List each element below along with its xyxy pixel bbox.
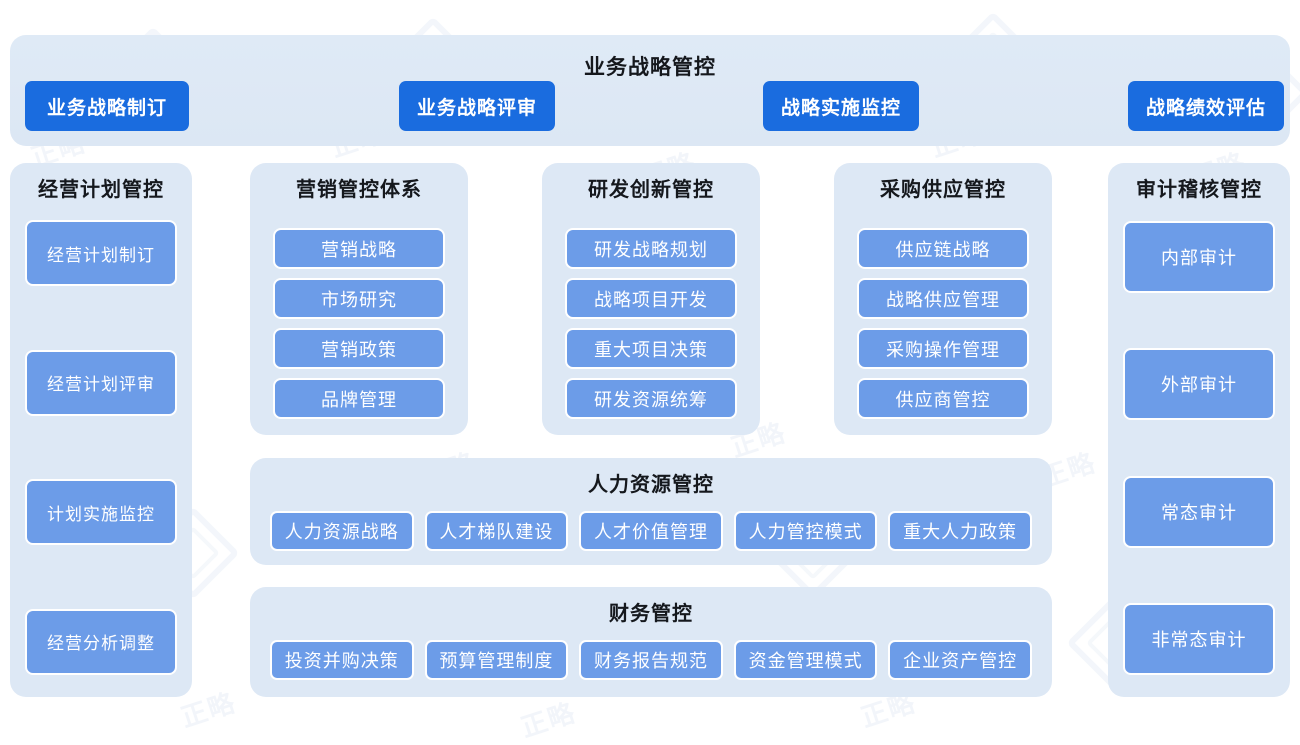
header-title: 业务战略管控 bbox=[584, 56, 716, 79]
item-market-research[interactable]: 市场研究 bbox=[273, 278, 445, 319]
item-strategic-supply-management[interactable]: 战略供应管理 bbox=[857, 278, 1029, 319]
item-fund-management-mode[interactable]: 资金管理模式 bbox=[733, 640, 878, 680]
item-hr-control-mode[interactable]: 人力管控模式 bbox=[733, 511, 878, 551]
panel-title-financial-control: 财务管控 bbox=[609, 603, 693, 625]
item-hr-strategy[interactable]: 人力资源战略 bbox=[270, 511, 414, 551]
column-item-list-marketing: 营销战略 市场研究 营销政策 品牌管理 bbox=[273, 228, 445, 419]
header-button-strategy-performance-evaluation[interactable]: 战略绩效评估 bbox=[1128, 81, 1284, 131]
column-item-list-rd: 研发战略规划 战略项目开发 重大项目决策 研发资源统筹 bbox=[565, 228, 737, 419]
item-supply-chain-strategy[interactable]: 供应链战略 bbox=[857, 228, 1029, 269]
item-routine-audit[interactable]: 常态审计 bbox=[1123, 475, 1275, 548]
item-plan-implementation-monitoring[interactable]: 计划实施监控 bbox=[25, 479, 177, 546]
item-operation-analysis-adjustment[interactable]: 经营分析调整 bbox=[25, 608, 177, 675]
item-brand-management[interactable]: 品牌管理 bbox=[273, 378, 445, 419]
header-button-strategy-formulation[interactable]: 业务战略制订 bbox=[25, 81, 189, 131]
panel-title-human-resource-control: 人力资源管控 bbox=[588, 474, 714, 496]
header-button-row: 业务战略制订 业务战略评审 战略实施监控 战略绩效评估 bbox=[10, 81, 1290, 131]
column-item-list-business-plan-control: 经营计划制订 经营计划评审 计划实施监控 经营分析调整 bbox=[25, 220, 177, 675]
column-title-rd-innovation-control: 研发创新管控 bbox=[588, 179, 714, 201]
panel-item-list-hr: 人力资源战略 人才梯队建设 人才价值管理 人力管控模式 重大人力政策 bbox=[270, 511, 1032, 551]
column-item-list-audit: 内部审计 外部审计 常态审计 非常态审计 bbox=[1123, 221, 1275, 675]
item-marketing-strategy[interactable]: 营销战略 bbox=[273, 228, 445, 269]
column-title-business-plan-control: 经营计划管控 bbox=[38, 179, 164, 201]
strategy-header-panel: 业务战略管控 业务战略制订 业务战略评审 战略实施监控 战略绩效评估 bbox=[10, 35, 1290, 146]
column-business-plan-control: 经营计划管控 经营计划制订 经营计划评审 计划实施监控 经营分析调整 bbox=[10, 163, 192, 697]
item-financial-reporting-standard[interactable]: 财务报告规范 bbox=[579, 640, 723, 680]
item-talent-echelon-building[interactable]: 人才梯队建设 bbox=[424, 511, 569, 551]
item-rd-strategic-planning[interactable]: 研发战略规划 bbox=[565, 228, 737, 269]
column-title-marketing-control-system: 营销管控体系 bbox=[296, 179, 422, 201]
item-rd-resource-coordination[interactable]: 研发资源统筹 bbox=[565, 378, 737, 419]
column-procurement-supply-control: 采购供应管控 供应链战略 战略供应管理 采购操作管理 供应商管控 bbox=[834, 163, 1052, 435]
item-budget-management-system[interactable]: 预算管理制度 bbox=[424, 640, 569, 680]
panel-human-resource-control: 人力资源管控 人力资源战略 人才梯队建设 人才价值管理 人力管控模式 重大人力政… bbox=[250, 458, 1052, 565]
item-internal-audit[interactable]: 内部审计 bbox=[1123, 221, 1275, 293]
panel-financial-control: 财务管控 投资并购决策 预算管理制度 财务报告规范 资金管理模式 企业资产管控 bbox=[250, 587, 1052, 697]
item-strategic-project-development[interactable]: 战略项目开发 bbox=[565, 278, 737, 319]
column-title-audit-inspection-control: 审计稽核管控 bbox=[1136, 179, 1262, 201]
item-plan-formulation[interactable]: 经营计划制订 bbox=[25, 220, 177, 286]
column-item-list-procurement: 供应链战略 战略供应管理 采购操作管理 供应商管控 bbox=[857, 228, 1029, 419]
header-button-strategy-implementation-monitoring[interactable]: 战略实施监控 bbox=[763, 81, 919, 131]
item-procurement-operation-management[interactable]: 采购操作管理 bbox=[857, 328, 1029, 369]
item-investment-ma-decision[interactable]: 投资并购决策 bbox=[270, 640, 414, 680]
header-button-strategy-review[interactable]: 业务战略评审 bbox=[399, 81, 555, 131]
panel-item-list-finance: 投资并购决策 预算管理制度 财务报告规范 资金管理模式 企业资产管控 bbox=[270, 640, 1032, 680]
item-enterprise-asset-control[interactable]: 企业资产管控 bbox=[888, 640, 1032, 680]
column-rd-innovation-control: 研发创新管控 研发战略规划 战略项目开发 重大项目决策 研发资源统筹 bbox=[542, 163, 760, 435]
item-external-audit[interactable]: 外部审计 bbox=[1123, 348, 1275, 421]
item-marketing-policy[interactable]: 营销政策 bbox=[273, 328, 445, 369]
item-plan-review[interactable]: 经营计划评审 bbox=[25, 349, 177, 416]
item-major-project-decision[interactable]: 重大项目决策 bbox=[565, 328, 737, 369]
item-major-hr-policy[interactable]: 重大人力政策 bbox=[888, 511, 1032, 551]
column-marketing-control-system: 营销管控体系 营销战略 市场研究 营销政策 品牌管理 bbox=[250, 163, 468, 435]
column-audit-inspection-control: 审计稽核管控 内部审计 外部审计 常态审计 非常态审计 bbox=[1108, 163, 1290, 697]
column-title-procurement-supply-control: 采购供应管控 bbox=[880, 179, 1006, 201]
item-talent-value-management[interactable]: 人才价值管理 bbox=[579, 511, 723, 551]
item-non-routine-audit[interactable]: 非常态审计 bbox=[1123, 602, 1275, 675]
item-supplier-control[interactable]: 供应商管控 bbox=[857, 378, 1029, 419]
